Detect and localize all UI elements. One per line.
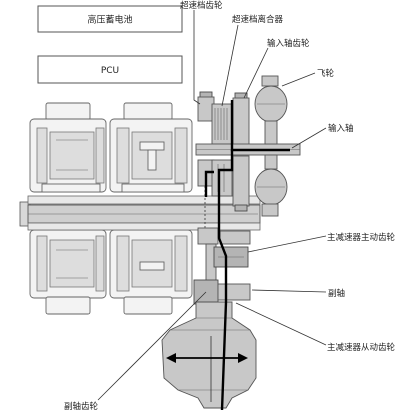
- flywheel: [254, 75, 288, 217]
- input-shaft-gear: [232, 92, 250, 212]
- label-input-shaft: 输入轴: [328, 123, 354, 134]
- leader-flywheel: [281, 72, 316, 87]
- leader-final-driven-gear: [235, 302, 327, 346]
- label-overdrive-clutch: 超速档离合器: [232, 14, 284, 25]
- motor-upper-right: [109, 102, 193, 193]
- label-countershaft: 副轴: [328, 288, 345, 299]
- leader-countershaft: [251, 289, 327, 293]
- pcu-box: PCU: [37, 55, 183, 84]
- motor-lower-left: [29, 229, 107, 315]
- leader-final-drive-gear: [247, 235, 327, 253]
- battery-label: 高压蓄电池: [87, 14, 132, 26]
- leader-input-shaft-gear: [243, 47, 269, 99]
- rotor-shaft: [19, 182, 261, 246]
- power-flow-path: [204, 100, 290, 411]
- label-final-drive-gear: 主减速器主动齿轮: [327, 232, 396, 243]
- label-input-shaft-gear: 输入轴齿轮: [267, 38, 310, 49]
- motor-upper-left: [29, 102, 107, 193]
- label-countershaft-gear: 副轴齿轮: [64, 401, 99, 412]
- motor-lower-right: [109, 229, 193, 315]
- leader-countershaft-gear: [97, 291, 207, 401]
- leader-input-shaft: [291, 127, 327, 149]
- leader-overdrive-gear: [193, 10, 201, 105]
- label-overdrive-gear: 超速档齿轮: [180, 0, 223, 11]
- mid-gears: [197, 227, 251, 245]
- axle-double-arrow: [166, 353, 248, 363]
- countershaft-gear: [193, 279, 251, 305]
- high-voltage-battery-box: 高压蓄电池: [37, 5, 183, 33]
- leader-overdrive-clutch: [221, 24, 239, 107]
- final-drive-gear: [213, 246, 249, 268]
- label-final-driven-gear: 主减速器从动齿轮: [327, 342, 396, 353]
- pcu-label: PCU: [101, 66, 119, 76]
- label-flywheel: 飞轮: [317, 68, 335, 79]
- differential: [161, 301, 257, 409]
